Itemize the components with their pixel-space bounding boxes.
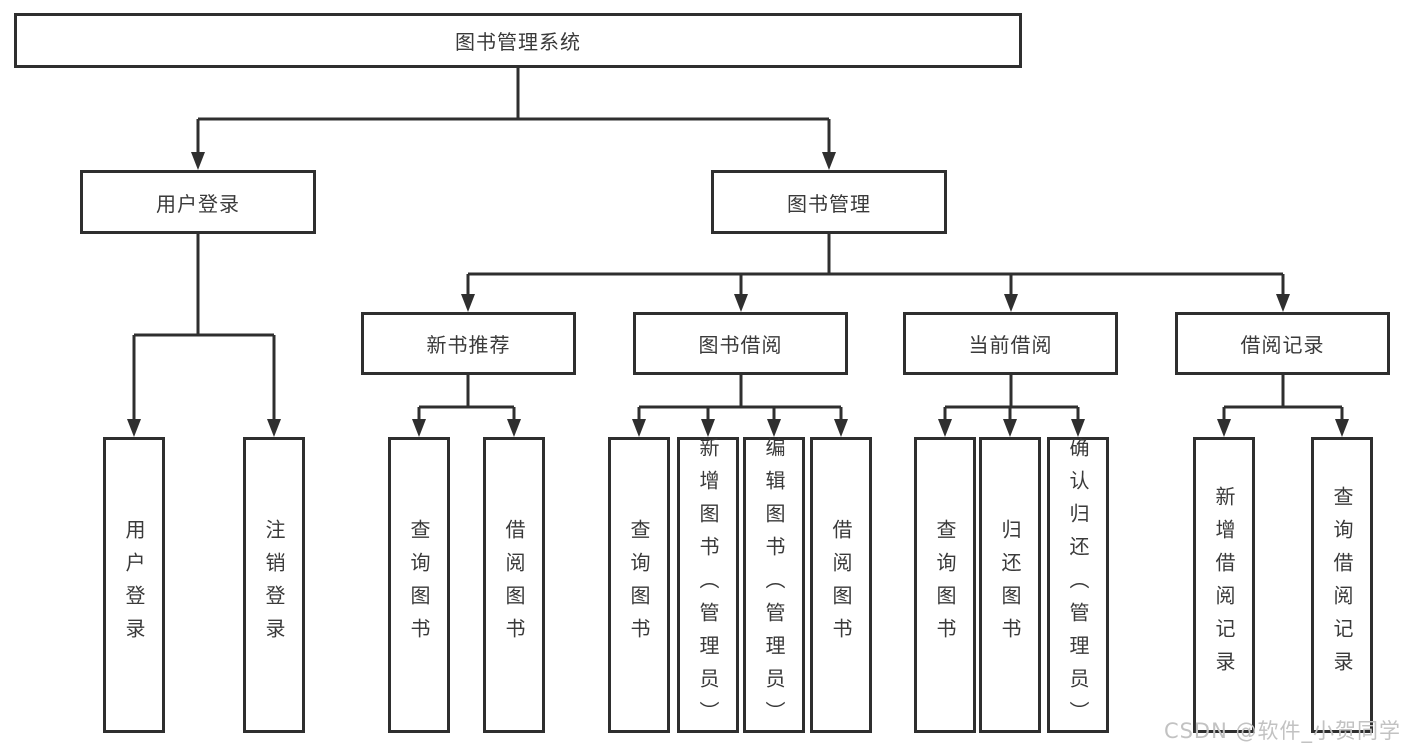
leaf-borrow-add-book-admin: 新增图书（管理员） [677,436,739,734]
node-book-management: 图书管理 [711,170,947,234]
node-label: 图书管理 [787,191,871,216]
leaf-user-login: 用户登录 [103,437,165,733]
csdn-watermark: CSDN @软件_小贺同学 [1163,719,1401,743]
leaf-label: 借阅图书 [502,519,526,651]
leaf-label: 用户登录 [122,519,146,651]
leaf-current-return-book: 归还图书 [979,437,1041,733]
arrowhead-icons [127,152,1349,437]
leaf-records-add-record: 新增借阅记录 [1193,437,1255,733]
leaf-borrow-edit-book-admin: 编辑图书（管理员） [743,436,805,734]
node-label: 当前借阅 [968,333,1053,357]
leaf-logout: 注销登录 [243,437,305,733]
leaf-label: 新增图书（管理员） [696,436,720,734]
leaf-current-query-book: 查询图书 [914,437,976,733]
node-label: 新书推荐 [426,333,511,357]
leaf-borrow-query-book: 查询图书 [608,437,670,733]
leaf-recommend-borrow-book: 借阅图书 [483,437,545,733]
node-user-login: 用户登录 [80,170,316,234]
node-book-borrow: 图书借阅 [633,312,848,375]
node-borrow-records: 借阅记录 [1175,312,1390,375]
leaf-label: 查询图书 [407,519,431,651]
node-label: 图书管理系统 [455,30,581,54]
leaf-label: 查询借阅记录 [1330,486,1354,684]
leaf-label: 借阅图书 [829,519,853,651]
leaf-label: 查询图书 [933,519,957,651]
node-label: 借阅记录 [1240,333,1325,357]
leaf-label: 确认归还（管理员） [1066,436,1090,734]
leaf-recommend-query-book: 查询图书 [388,437,450,733]
node-root-library-system: 图书管理系统 [14,13,1022,68]
node-label: 图书借阅 [698,333,783,357]
leaf-label: 新增借阅记录 [1212,486,1236,684]
leaf-label: 编辑图书（管理员） [762,436,786,734]
leaf-borrow-borrow-book: 借阅图书 [810,437,872,733]
node-label: 用户登录 [156,191,240,216]
leaf-current-confirm-return-admin: 确认归还（管理员） [1047,436,1109,734]
node-new-book-recommend: 新书推荐 [361,312,576,375]
leaf-label: 归还图书 [998,519,1022,651]
leaf-label: 注销登录 [262,519,286,651]
node-current-borrow: 当前借阅 [903,312,1118,375]
leaf-records-query-record: 查询借阅记录 [1311,437,1373,733]
tree-connectors [132,68,1344,423]
leaf-label: 查询图书 [627,519,651,651]
